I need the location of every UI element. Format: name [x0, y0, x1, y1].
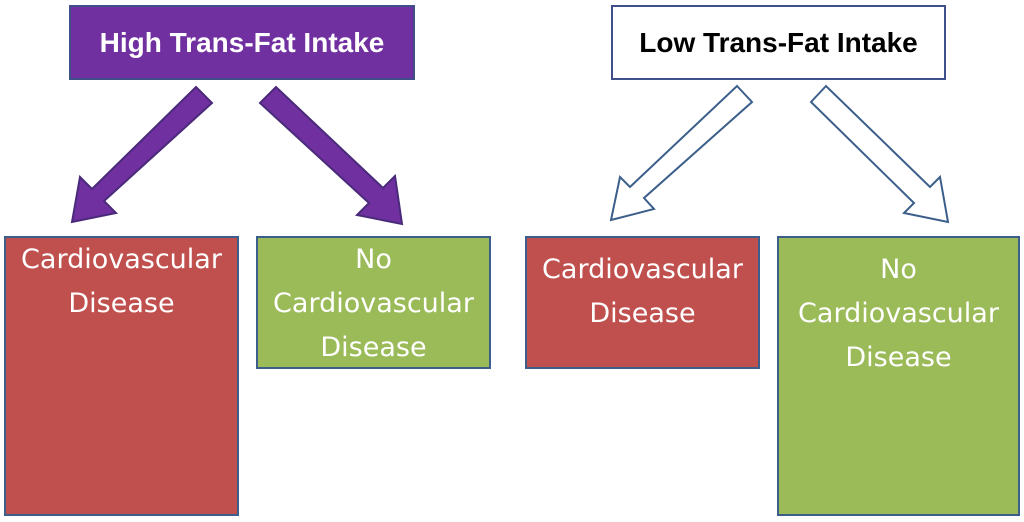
low-disease-line-2: Disease	[589, 298, 696, 329]
low-no-disease-line-2: Cardiovascular	[798, 298, 999, 329]
arrow-low-to-no-disease	[809, 84, 950, 224]
arrow-high-to-disease	[70, 85, 214, 224]
low-disease-line-1: Cardiovascular	[542, 254, 743, 285]
high-intake-title: High Trans-Fat Intake	[99, 26, 385, 58]
low-no-disease-line-1: No	[880, 254, 917, 285]
high-no-disease-box: No Cardiovascular Disease	[256, 236, 491, 369]
low-disease-box: Cardiovascular Disease	[525, 236, 760, 369]
arrow-low-to-disease	[609, 84, 754, 222]
high-disease-line-1: Cardiovascular	[21, 244, 222, 275]
high-no-disease-line-1: No	[355, 244, 392, 275]
high-no-disease-line-2: Cardiovascular	[273, 288, 474, 319]
low-no-disease-line-3: Disease	[845, 342, 952, 373]
low-no-disease-box: No Cardiovascular Disease	[777, 236, 1020, 516]
high-no-disease-line-3: Disease	[320, 332, 427, 363]
low-intake-title: Low Trans-Fat Intake	[639, 26, 918, 58]
low-intake-header: Low Trans-Fat Intake	[611, 5, 946, 80]
arrow-high-to-no-disease	[258, 85, 404, 226]
high-disease-box: Cardiovascular Disease	[4, 236, 239, 516]
high-disease-line-2: Disease	[68, 288, 175, 319]
high-intake-header: High Trans-Fat Intake	[69, 5, 415, 80]
